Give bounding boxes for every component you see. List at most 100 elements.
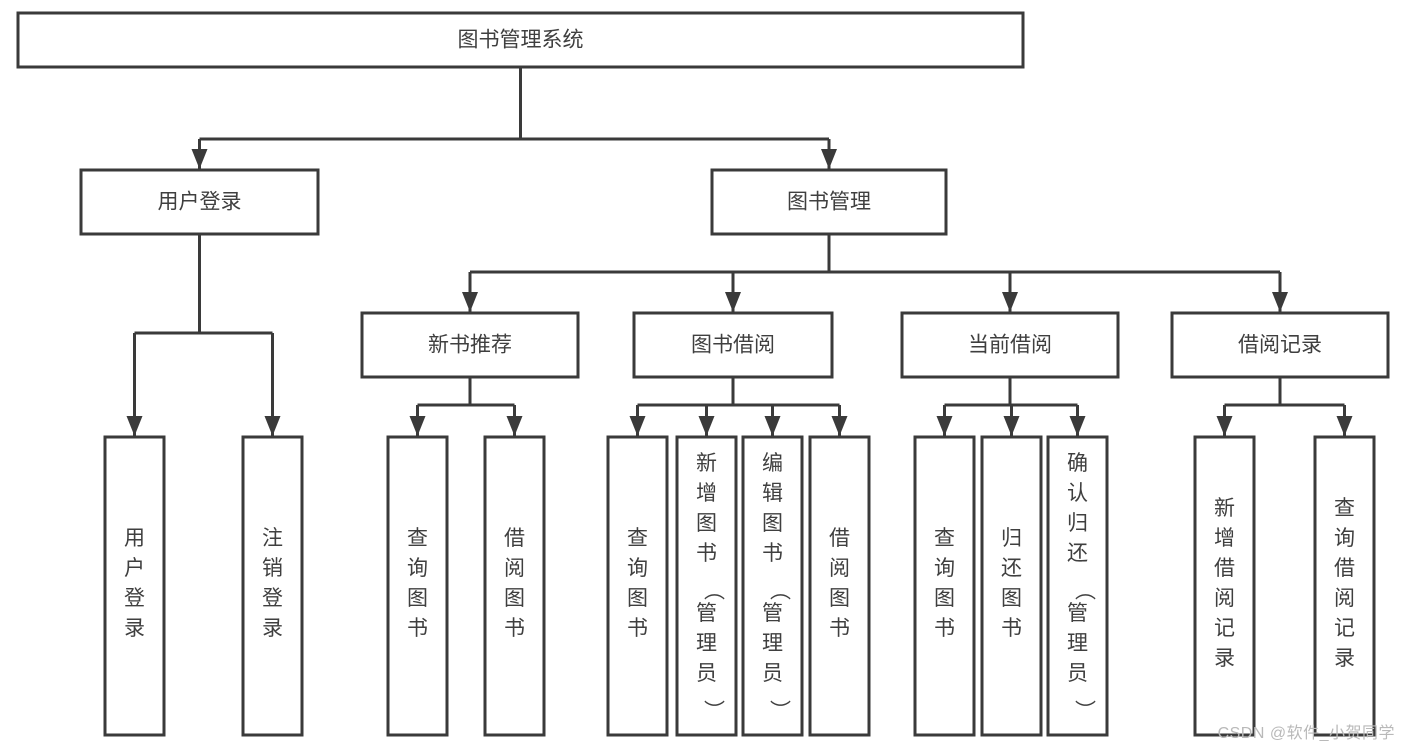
node-label-char: 阅: [1214, 587, 1235, 610]
node-label-char: 查: [407, 527, 428, 550]
node-current-borrow[interactable]: 当前借阅: [900, 311, 1120, 379]
node-box-borrow-record[interactable]: [1170, 311, 1390, 379]
node-label-char: 录: [1334, 647, 1355, 670]
node-box-leaf-query-book-2[interactable]: [606, 435, 669, 737]
node-box-book-manage[interactable]: [710, 168, 948, 236]
node-label-char: 书: [504, 617, 525, 640]
node-box-leaf-query-record[interactable]: [1313, 435, 1376, 737]
node-label-char: （: [702, 580, 725, 601]
arrowhead: [764, 416, 781, 436]
node-label-char: 借: [829, 527, 850, 550]
node-user-login[interactable]: 用户登录: [79, 168, 320, 236]
node-label-char: 归: [1001, 527, 1022, 550]
node-label-char: 注: [262, 527, 283, 550]
node-box-leaf-logout[interactable]: [241, 435, 304, 737]
node-label-char: 借: [504, 527, 525, 550]
node-label-char: 书: [407, 617, 428, 640]
node-box-book-borrow[interactable]: [632, 311, 834, 379]
arrowhead: [725, 292, 741, 312]
arrowhead: [264, 416, 281, 436]
node-box-leaf-query-book-3[interactable]: [913, 435, 976, 737]
node-label-book-manage: 图书管理: [787, 191, 871, 214]
node-label-char: 确: [1067, 452, 1088, 475]
node-label-char: 借: [1214, 557, 1235, 580]
node-box-leaf-add-record[interactable]: [1193, 435, 1256, 737]
node-label-char: 图: [1001, 587, 1022, 610]
node-label-char: 书: [829, 617, 850, 640]
arrowhead: [629, 416, 646, 436]
node-label-char: 图: [934, 587, 955, 610]
node-box-leaf-borrow-book-2[interactable]: [808, 435, 871, 737]
node-box-leaf-add-book[interactable]: [675, 435, 738, 737]
node-label-char: 编: [762, 452, 783, 475]
node-label-char: （: [768, 580, 791, 601]
arrowhead: [506, 416, 523, 436]
node-label-char: ）: [768, 700, 791, 721]
node-borrow-record[interactable]: 借阅记录: [1170, 311, 1390, 379]
node-label-char: 阅: [1334, 587, 1355, 610]
node-label-char: 录: [262, 617, 283, 640]
node-label-char: 管: [1067, 602, 1088, 625]
node-label-char: 认: [1067, 482, 1088, 505]
node-box-user-login[interactable]: [79, 168, 320, 236]
node-label-char: 阅: [504, 557, 525, 580]
node-label-char: 记: [1334, 617, 1355, 640]
node-label-char: 询: [627, 557, 648, 580]
node-label-char: 书: [934, 617, 955, 640]
arrowhead: [462, 292, 478, 312]
node-box-new-book-recommend[interactable]: [360, 311, 580, 379]
node-box-root[interactable]: [16, 11, 1025, 69]
node-label-current-borrow: 当前借阅: [968, 334, 1052, 357]
node-book-manage[interactable]: 图书管理: [710, 168, 948, 236]
arrowhead: [1003, 416, 1020, 436]
node-box-leaf-confirm-return[interactable]: [1046, 435, 1109, 737]
node-label-char: 理: [1067, 632, 1088, 655]
arrowhead: [1216, 416, 1233, 436]
node-label-char: 新: [1214, 497, 1235, 520]
node-label-char: 还: [1067, 542, 1088, 565]
node-label-user-login: 用户登录: [158, 191, 242, 214]
node-box-leaf-return-book[interactable]: [980, 435, 1043, 737]
node-label-char: 书: [627, 617, 648, 640]
node-label-char: 理: [762, 632, 783, 655]
node-new-book-recommend[interactable]: 新书推荐: [360, 311, 580, 379]
node-box-leaf-query-book-1[interactable]: [386, 435, 449, 737]
node-label-char: 录: [124, 617, 145, 640]
node-label-char: 录: [1214, 647, 1235, 670]
arrowhead: [1272, 292, 1288, 312]
node-book-borrow[interactable]: 图书借阅: [632, 311, 834, 379]
node-label-char: 查: [1334, 497, 1355, 520]
node-label-char: 户: [124, 557, 145, 580]
node-label-char: ）: [1073, 700, 1096, 721]
arrowhead: [126, 416, 143, 436]
node-box-leaf-user-login[interactable]: [103, 435, 166, 737]
node-label-char: 图: [762, 512, 783, 535]
node-leaf-user-login[interactable]: 用户登录: [103, 435, 166, 737]
node-box-leaf-edit-book[interactable]: [741, 435, 804, 737]
node-label-char: 增: [696, 482, 717, 505]
node-label-char: 辑: [762, 482, 783, 505]
node-root[interactable]: 图书管理系统: [16, 11, 1025, 69]
node-box-current-borrow[interactable]: [900, 311, 1120, 379]
arrowhead: [1336, 416, 1353, 436]
node-box-leaf-borrow-book-1[interactable]: [483, 435, 546, 737]
node-label-new-book-recommend: 新书推荐: [428, 334, 512, 357]
node-label-char: 图: [504, 587, 525, 610]
arrowhead: [1069, 416, 1086, 436]
connector-layer: [126, 67, 1353, 436]
node-label-char: 员: [762, 662, 783, 685]
